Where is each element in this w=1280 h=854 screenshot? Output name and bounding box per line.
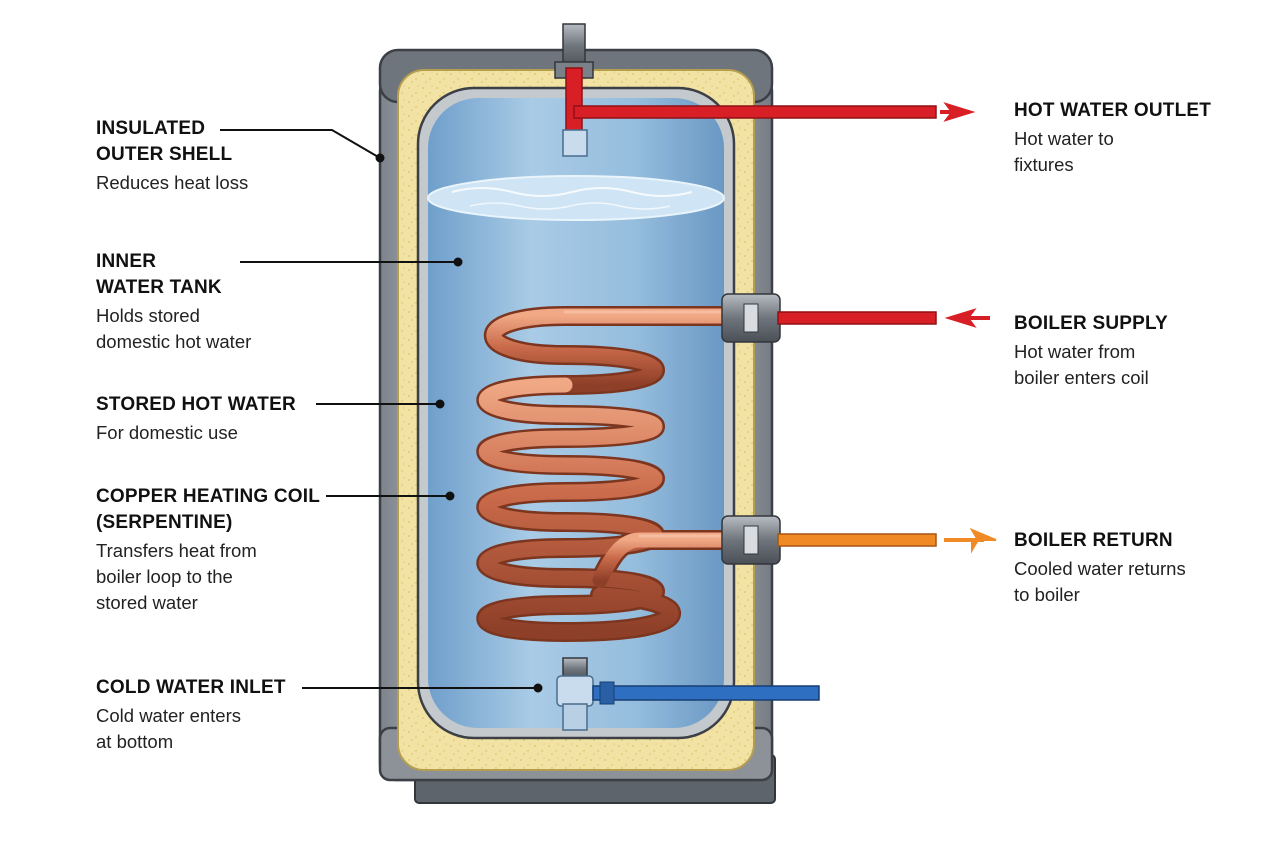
water-surface xyxy=(427,175,725,221)
label-title: COLD WATER INLET xyxy=(96,677,286,698)
label-title: BOILER SUPPLY xyxy=(1014,313,1168,334)
label-title: BOILER RETURN xyxy=(1014,530,1173,551)
inlet-tee xyxy=(556,675,594,707)
inlet-tee-bottom xyxy=(562,703,588,731)
outlet-dip-tube xyxy=(562,129,588,157)
copper-coil xyxy=(476,306,745,643)
label-title: COPPER HEATING COIL(SERPENTINE) xyxy=(96,486,321,533)
boiler-supply-pipe xyxy=(777,311,937,325)
boiler-return-pipe xyxy=(777,533,937,547)
cold-water-pipe xyxy=(592,685,820,701)
leader-shell xyxy=(220,129,381,159)
outlet-pipe-horizontal xyxy=(573,105,937,119)
label-desc: Reduces heat loss xyxy=(96,172,249,193)
label-title: HOT WATER OUTLET xyxy=(1014,100,1212,121)
label-desc: For domestic use xyxy=(96,422,238,443)
label-title: STORED HOT WATER xyxy=(96,394,296,415)
label-copper-heating-coil: COPPER HEATING COIL(SERPENTINE) Transfer… xyxy=(96,484,320,616)
label-stored-hot-water: STORED HOT WATER For domestic use xyxy=(96,392,296,446)
outlet-pipe-vertical xyxy=(565,67,583,133)
